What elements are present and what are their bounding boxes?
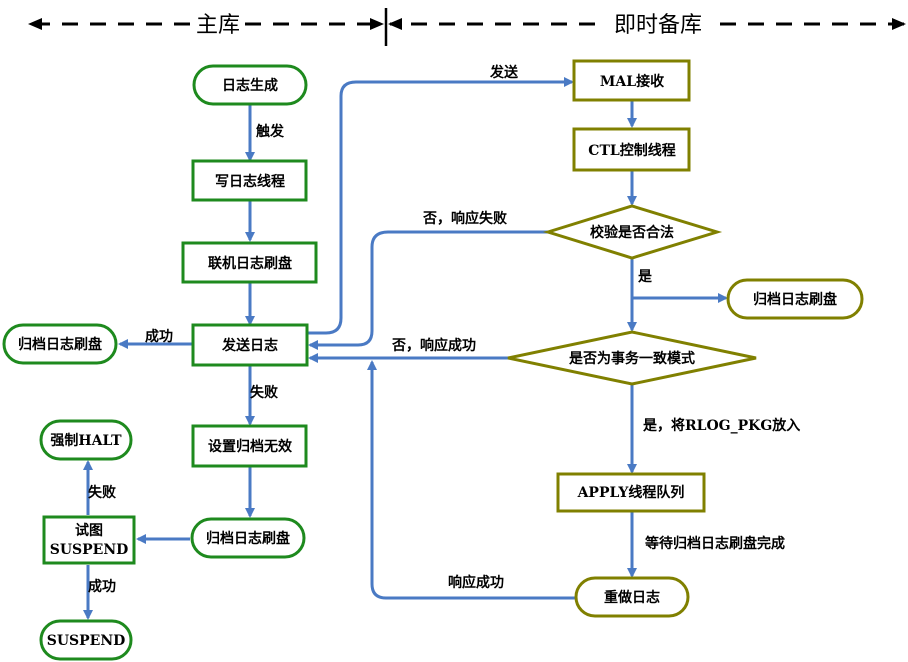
label-online-flush: 联机日志刷盘 bbox=[208, 255, 292, 272]
node-archive-flush-left bbox=[2, 323, 118, 365]
edge-label-resp-success: 响应成功 bbox=[448, 574, 504, 591]
label-archive-flush-right: 归档日志刷盘 bbox=[753, 291, 837, 308]
label-redo-log: 重做日志 bbox=[604, 589, 660, 606]
node-mal-recv bbox=[572, 59, 691, 102]
label-ctl-thread: CTL控制线程 bbox=[588, 142, 675, 159]
edge-label-no-success: 否，响应成功 bbox=[391, 337, 476, 354]
node-check-valid bbox=[542, 204, 723, 260]
edge-label-success-down: 成功 bbox=[88, 578, 116, 595]
header-standby-label: 即时备库 bbox=[614, 13, 702, 38]
edge-label-trigger: 触发 bbox=[255, 123, 285, 140]
node-write-thread bbox=[191, 159, 308, 202]
edges bbox=[83, 77, 728, 620]
label-apply-queue: APPLY线程队列 bbox=[577, 484, 685, 501]
label-try-suspend-1: 试图 bbox=[75, 522, 103, 539]
node-suspend bbox=[39, 619, 133, 661]
node-tx-consistent bbox=[507, 330, 757, 386]
edge-label-yes: 是 bbox=[638, 269, 653, 285]
label-try-suspend-2: SUSPEND bbox=[50, 542, 129, 558]
node-archive-flush-bottom bbox=[190, 517, 306, 559]
node-archive-flush-right bbox=[726, 278, 864, 320]
node-apply-queue bbox=[556, 472, 706, 513]
edge-label-fail-up: 失败 bbox=[88, 484, 117, 501]
label-mal-recv: MAL接收 bbox=[600, 73, 665, 90]
edge-label-success-left: 成功 bbox=[145, 328, 173, 345]
edge-send-mal bbox=[308, 77, 574, 335]
label-suspend: SUSPEND bbox=[47, 633, 126, 649]
label-write-thread: 写日志线程 bbox=[215, 173, 285, 190]
label-archive-flush-bottom: 归档日志刷盘 bbox=[206, 530, 290, 547]
edge-label-no-fail: 否，响应失败 bbox=[422, 210, 508, 227]
edge-label-wait-archive: 等待归档日志刷盘完成 bbox=[645, 535, 785, 552]
label-log-gen: 日志生成 bbox=[222, 77, 278, 94]
label-archive-flush-left: 归档日志刷盘 bbox=[18, 336, 102, 353]
label-set-archive-invalid: 设置归档无效 bbox=[208, 438, 293, 455]
label-send-log: 发送日志 bbox=[221, 337, 278, 354]
edge-label-fail-down: 失败 bbox=[250, 384, 279, 401]
edge-label-yes-put-pkg: 是，将RLOG_PKG放入 bbox=[643, 417, 800, 434]
label-force-halt: 强制HALT bbox=[50, 432, 122, 449]
node-set-archive-invalid bbox=[191, 424, 308, 468]
label-check-valid: 校验是否合法 bbox=[590, 224, 674, 241]
node-log-gen bbox=[192, 64, 308, 106]
edge-check-fail bbox=[308, 230, 548, 350]
node-send-log bbox=[191, 323, 309, 367]
header-primary-label: 主库 bbox=[196, 13, 240, 38]
node-force-halt bbox=[39, 419, 133, 461]
node-redo-log bbox=[574, 576, 690, 618]
node-try-suspend bbox=[42, 515, 136, 565]
node-online-flush bbox=[181, 241, 318, 284]
label-tx-consistent: 是否为事务一致模式 bbox=[569, 350, 695, 367]
edge-label-send: 发送 bbox=[489, 64, 519, 81]
edge-redo-success bbox=[367, 360, 576, 600]
node-ctl-thread bbox=[572, 127, 691, 172]
